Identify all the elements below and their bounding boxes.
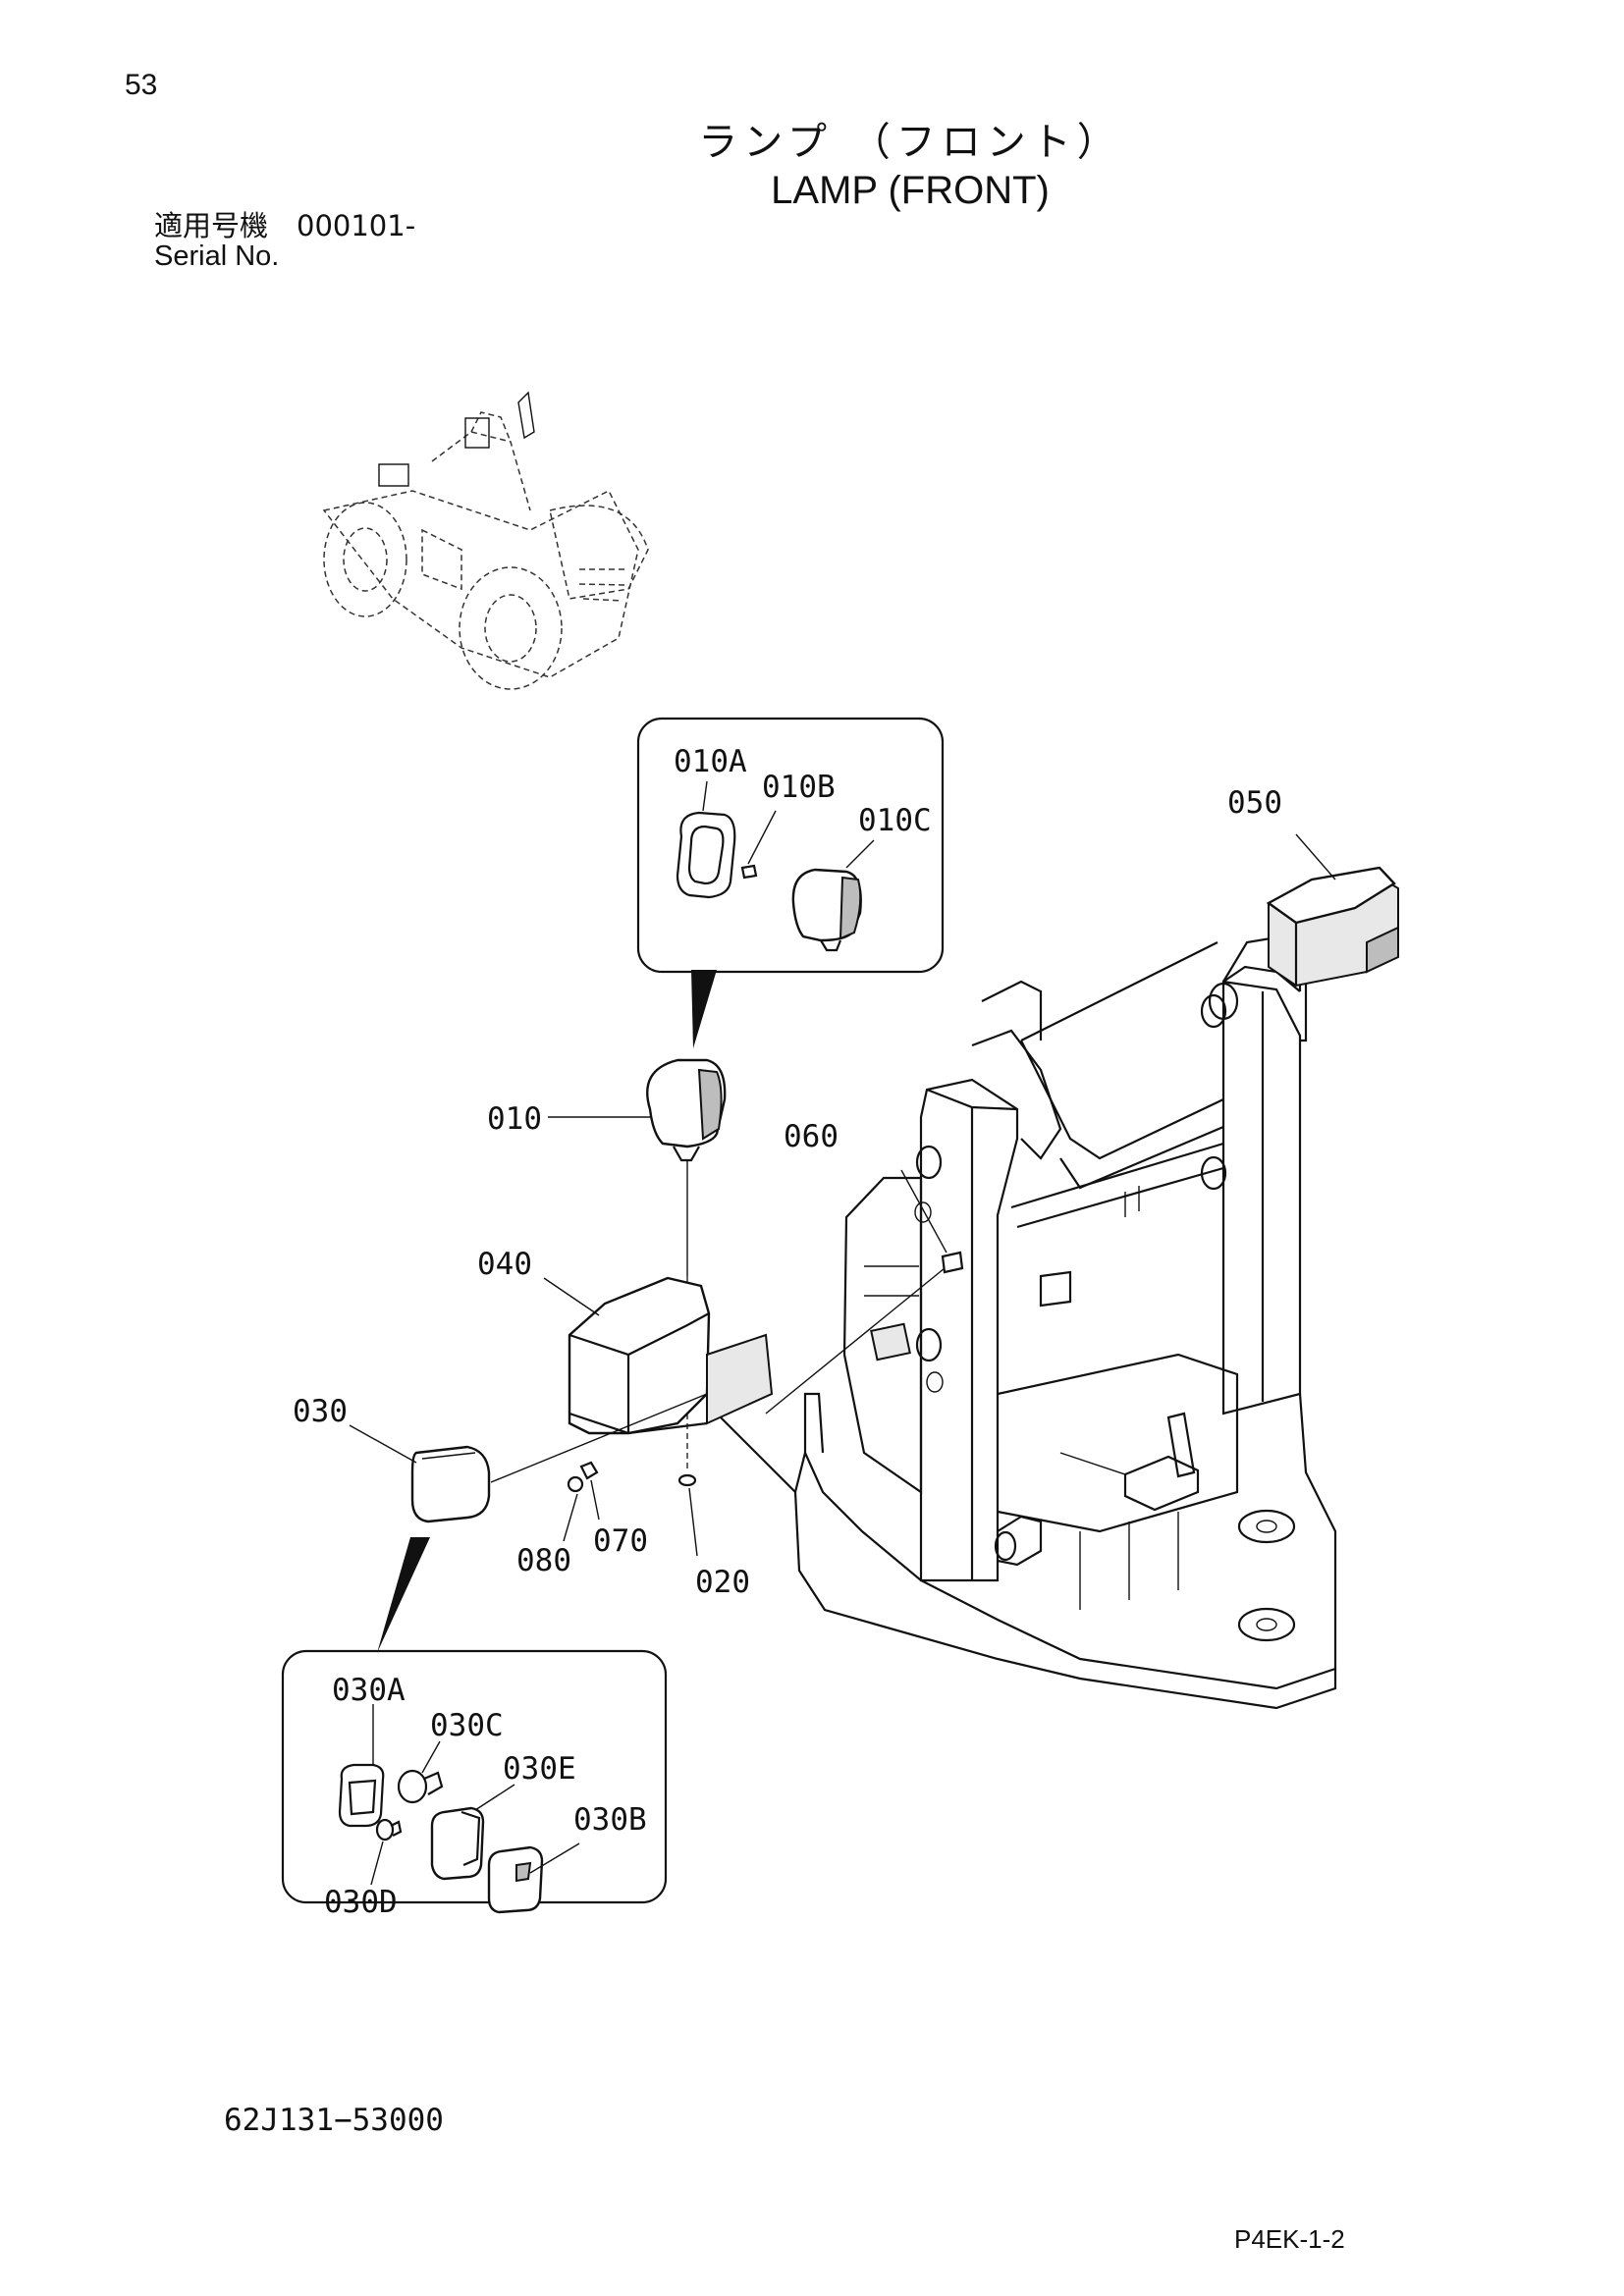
callout-030B: 030B (573, 1802, 647, 1838)
detail-inset-010 (636, 717, 945, 1048)
page-code: P4EK-1-2 (1234, 2224, 1345, 2254)
page-title-english: LAMP (FRONT) (771, 169, 1050, 212)
callout-030A: 030A (332, 1673, 406, 1708)
serial-label-english: Serial No. (154, 240, 280, 272)
callout-040: 040 (477, 1247, 532, 1282)
lamp-cover-040 (568, 1276, 774, 1435)
callout-labels: 010A 010B 010C 050 010 060 040 030 080 0… (293, 744, 1282, 1920)
leader-lines (349, 833, 1336, 1557)
detail-inset-030 (281, 1537, 668, 1914)
page-number: 53 (125, 69, 158, 101)
callout-020: 020 (695, 1565, 750, 1600)
callout-030C: 030C (430, 1708, 504, 1743)
callout-010A: 010A (674, 744, 747, 779)
callout-030E: 030E (503, 1751, 576, 1787)
callout-010C: 010C (858, 803, 932, 838)
front-frame-chassis (716, 910, 1337, 1710)
callout-010: 010 (487, 1101, 542, 1137)
serial-label-japanese: 適用号機 000101- (154, 209, 416, 242)
machine-overview-sketch (322, 391, 649, 690)
document-code: 62J131−53000 (224, 2103, 444, 2138)
callout-050: 050 (1227, 785, 1282, 821)
callout-060: 060 (784, 1119, 839, 1154)
rear-lamp-050 (1266, 866, 1399, 988)
callout-010B: 010B (762, 770, 836, 805)
page-title-japanese: ランプ （フロント） (698, 120, 1122, 165)
side-lamp-030 (410, 1445, 491, 1523)
callout-030D: 030D (324, 1885, 398, 1920)
callout-070: 070 (593, 1523, 648, 1559)
callout-030: 030 (293, 1394, 348, 1429)
callout-080: 080 (516, 1543, 571, 1578)
small-fasteners (490, 1251, 964, 1493)
